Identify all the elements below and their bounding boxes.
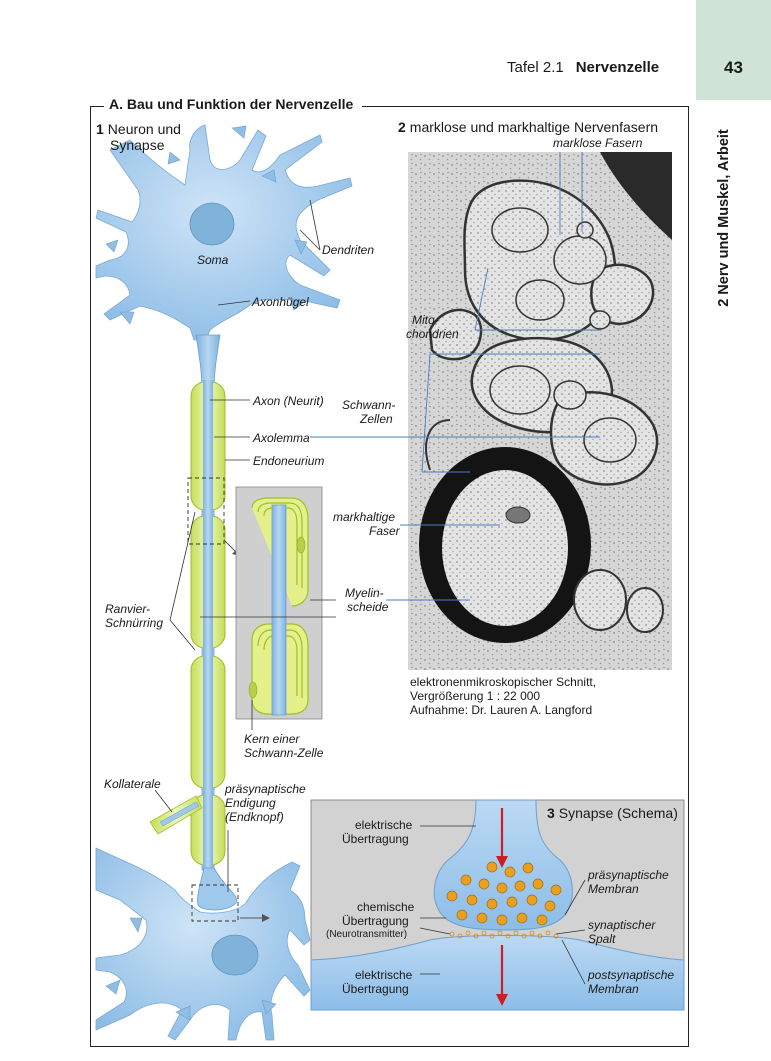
label-kern-1: Kern einer	[244, 732, 300, 746]
label-schwann-2: Zellen	[360, 412, 393, 426]
label-dendriten: Dendriten	[322, 243, 375, 257]
label-schwann-1: Schwann-	[342, 398, 396, 412]
postsynaptic-cell	[310, 935, 685, 1011]
em-micrograph	[408, 152, 672, 670]
schwann-nucleus-lower	[248, 681, 258, 699]
label-post-1: postsynaptische	[588, 968, 675, 982]
header-prefix: Tafel 2.1	[507, 59, 564, 76]
label-markhaltige-2: Faser	[369, 524, 400, 538]
label-post-2: Membran	[588, 982, 639, 996]
detail-box-synapse	[191, 884, 239, 922]
frame-top-left	[90, 106, 104, 107]
label-elek2-2: Übertragung	[342, 982, 409, 996]
detail-box-ranvier	[187, 477, 225, 545]
label-axonhuegel: Axonhügel	[252, 295, 309, 309]
page-number: 43	[724, 58, 743, 77]
label-markhaltige-1: markhaltige	[333, 510, 396, 524]
lower-nucleus	[211, 934, 259, 976]
label-spalt-2: Spalt	[588, 932, 616, 946]
panel3-title-text: Synapse (Schema)	[558, 805, 678, 821]
arrowhead-bottom	[496, 994, 508, 1006]
vesicles	[446, 861, 562, 926]
label-chem-1: chemische	[357, 900, 415, 914]
page-header: Tafel 2.1 Nervenzelle	[507, 59, 659, 76]
header-title: Nervenzelle	[575, 59, 660, 76]
label-kern-2: Schwann-Zelle	[244, 746, 324, 760]
panel3-leaders	[419, 825, 586, 985]
label-myelin-2: scheide	[347, 600, 389, 614]
panel1-leaders	[154, 199, 336, 892]
collateral-axon	[159, 801, 200, 827]
label-prae-2: Membran	[588, 882, 639, 896]
label-prae-1: präsynaptische	[588, 868, 669, 882]
panel1-title-line1: Neuron und	[107, 121, 181, 137]
label-endigung-3: (Endknopf)	[225, 810, 284, 824]
em-caption-2: Vergrößerung 1 : 22 000	[410, 689, 541, 703]
panel3-number: 3	[547, 805, 555, 821]
label-soma: Soma	[197, 253, 229, 267]
section-frame	[90, 106, 689, 1047]
label-elek1-1: elektrische	[355, 818, 413, 832]
label-axon: Axon (Neurit)	[253, 394, 324, 408]
label-ranvier-1: Ranvier-	[105, 602, 151, 616]
schwann-nucleus-upper	[296, 536, 306, 554]
neurotransmitter	[449, 930, 559, 939]
upper-boutons	[105, 125, 308, 325]
label-chem-3: (Neurotransmitter)	[326, 929, 408, 940]
page-tab	[696, 0, 771, 100]
lower-boutons	[105, 917, 277, 1021]
frame-top-right	[362, 106, 688, 107]
panel1-title-line2: Synapse	[110, 137, 165, 153]
label-endoneurium: Endoneurium	[253, 454, 325, 468]
em-caption-1: elektronenmikroskopischer Schnitt,	[410, 675, 597, 689]
panel2-leaders	[310, 152, 600, 601]
detail-arrowhead-synapse	[262, 914, 270, 922]
upper-nucleus	[189, 202, 235, 246]
label-mito-1: Mito-	[412, 313, 439, 327]
lower-neuron	[95, 847, 311, 1041]
label-endigung-2: Endigung	[225, 796, 276, 810]
label-marklose: marklose Fasern	[553, 136, 643, 150]
label-endigung-1: präsynaptische	[225, 782, 306, 796]
label-elek2-1: elektrische	[355, 968, 413, 982]
arrowhead-top	[496, 856, 508, 868]
panel2-number: 2	[398, 119, 406, 135]
section-title: A. Bau und Funktion der Nervenzelle	[104, 96, 359, 112]
label-ranvier-2: Schnürring	[105, 616, 164, 630]
label-axolemma: Axolemma	[253, 431, 310, 445]
label-myelin-1: Myelin-	[345, 586, 384, 600]
panel2-title-text: marklose und markhaltige Nervenfasern	[409, 119, 659, 135]
label-kollaterale: Kollaterale	[104, 777, 161, 791]
label-spalt-1: synaptischer	[588, 918, 656, 932]
em-caption-3: Aufnahme: Dr. Lauren A. Langford	[410, 703, 593, 717]
label-elek1-2: Übertragung	[342, 832, 409, 846]
end-knob	[197, 867, 238, 911]
label-chem-2: Übertragung	[342, 914, 409, 928]
panel1-number: 1	[96, 121, 104, 137]
axon-inner	[203, 380, 213, 870]
myelin-detail-axon	[271, 504, 287, 716]
label-mito-2: chondrien	[406, 327, 459, 341]
